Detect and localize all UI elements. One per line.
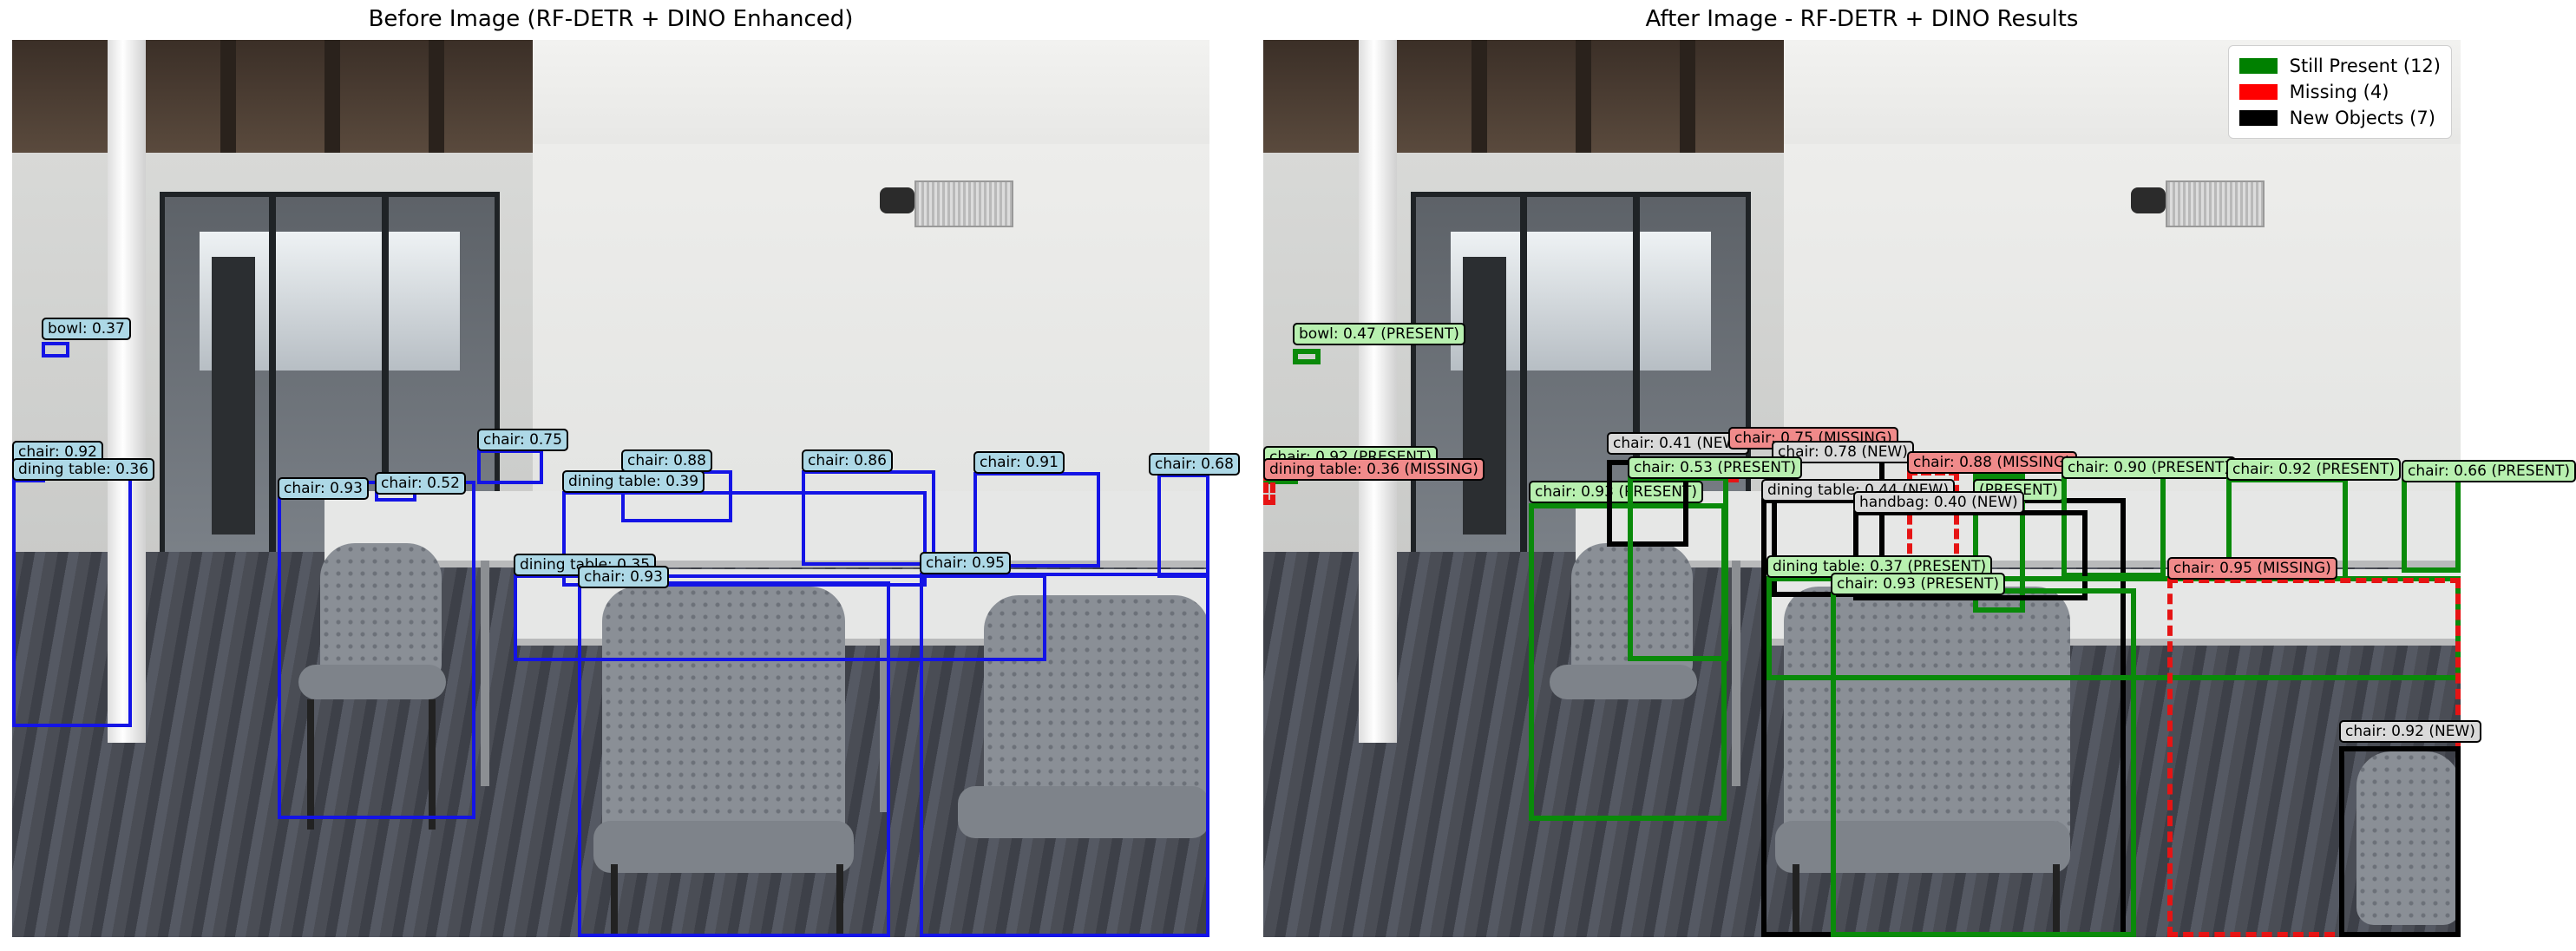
before-detection-label: chair: 0.68 xyxy=(1149,453,1240,476)
before-detection-box xyxy=(278,481,475,819)
after-detection-label: chair: 0.53 (PRESENT) xyxy=(1628,456,1803,479)
before-detection-label: dining table: 0.36 xyxy=(12,458,155,481)
legend: Still Present (12) Missing (4) New Objec… xyxy=(2227,45,2452,139)
before-detection-label: chair: 0.86 xyxy=(802,449,893,472)
after-detection-label: chair: 0.95 (MISSING) xyxy=(2167,557,2337,580)
before-detection-label: chair: 0.93 xyxy=(278,477,369,500)
after-detection-box xyxy=(1973,474,2025,613)
legend-label-missing: Missing (4) xyxy=(2289,82,2389,102)
after-detection-box xyxy=(1628,476,1728,661)
after-detection-label: bowl: 0.47 (PRESENT) xyxy=(1293,323,1465,345)
after-detection-box xyxy=(1831,588,2136,937)
after-detection-label: dining table: 0.36 (MISSING) xyxy=(1263,458,1485,481)
legend-swatch-present xyxy=(2238,58,2278,74)
after-detection-label: chair: 0.66 (PRESENT) xyxy=(2402,460,2576,482)
before-detection-box xyxy=(514,574,1046,661)
before-detection-box xyxy=(802,470,935,566)
before-detection-label: chair: 0.93 xyxy=(578,566,669,588)
legend-item-present: Still Present (12) xyxy=(2238,53,2441,79)
after-detection-label: chair: 0.93 (PRESENT) xyxy=(1529,481,1704,503)
legend-label-new: New Objects (7) xyxy=(2289,108,2435,128)
after-image: bowl: 0.47 (PRESENT) chair: 0.92 (PRESENT… xyxy=(1263,40,2576,937)
before-detection-label: chair: 0.95 xyxy=(920,552,1011,574)
before-detection-label: chair: 0.52 xyxy=(375,472,466,495)
left-panel-title: Before Image (RF-DETR + DINO Enhanced) xyxy=(368,6,854,32)
before-detection-label: chair: 0.75 xyxy=(477,429,568,451)
before-detection-label: bowl: 0.37 xyxy=(42,318,131,340)
before-detection-box xyxy=(562,491,927,587)
before-detection-box xyxy=(973,472,1100,567)
before-detection-box xyxy=(578,581,890,937)
after-detection-label: chair: 0.93 (PRESENT) xyxy=(1831,573,2006,595)
after-detection-box xyxy=(2339,746,2461,937)
after-detection-label: chair: 0.41 (NEW) xyxy=(1607,432,1749,455)
after-detection-box xyxy=(1293,349,1321,364)
after-detection-label: chair: 0.90 (PRESENT) xyxy=(2061,456,2237,479)
legend-swatch-missing xyxy=(2238,84,2278,100)
legend-swatch-new xyxy=(2238,110,2278,126)
legend-label-present: Still Present (12) xyxy=(2289,56,2441,76)
after-detection-box xyxy=(2402,477,2461,573)
after-detection-label: chair: 0.88 (MISSING) xyxy=(1907,451,2077,474)
after-detection-label: chair: 0.92 (NEW) xyxy=(2339,720,2481,743)
legend-item-new: New Objects (7) xyxy=(2238,105,2441,131)
before-detection-label: dining table: 0.39 xyxy=(562,470,705,493)
after-detection-label: chair: 0.92 (PRESENT) xyxy=(2226,458,2402,481)
right-panel-title: After Image - RF-DETR + DINO Results xyxy=(1645,6,2079,32)
office-scene xyxy=(1263,40,2461,937)
before-detection-box xyxy=(920,573,1209,937)
before-detection-label: chair: 0.91 xyxy=(973,451,1065,474)
before-detection-box xyxy=(1157,474,1209,578)
before-detection-label: chair: 0.88 xyxy=(621,449,712,472)
after-detection-label: handbag: 0.40 (NEW) xyxy=(1853,491,2024,514)
legend-item-missing: Missing (4) xyxy=(2238,79,2441,105)
before-detection-box xyxy=(12,470,132,727)
before-detection-box xyxy=(477,449,543,484)
before-detection-box xyxy=(42,342,69,357)
